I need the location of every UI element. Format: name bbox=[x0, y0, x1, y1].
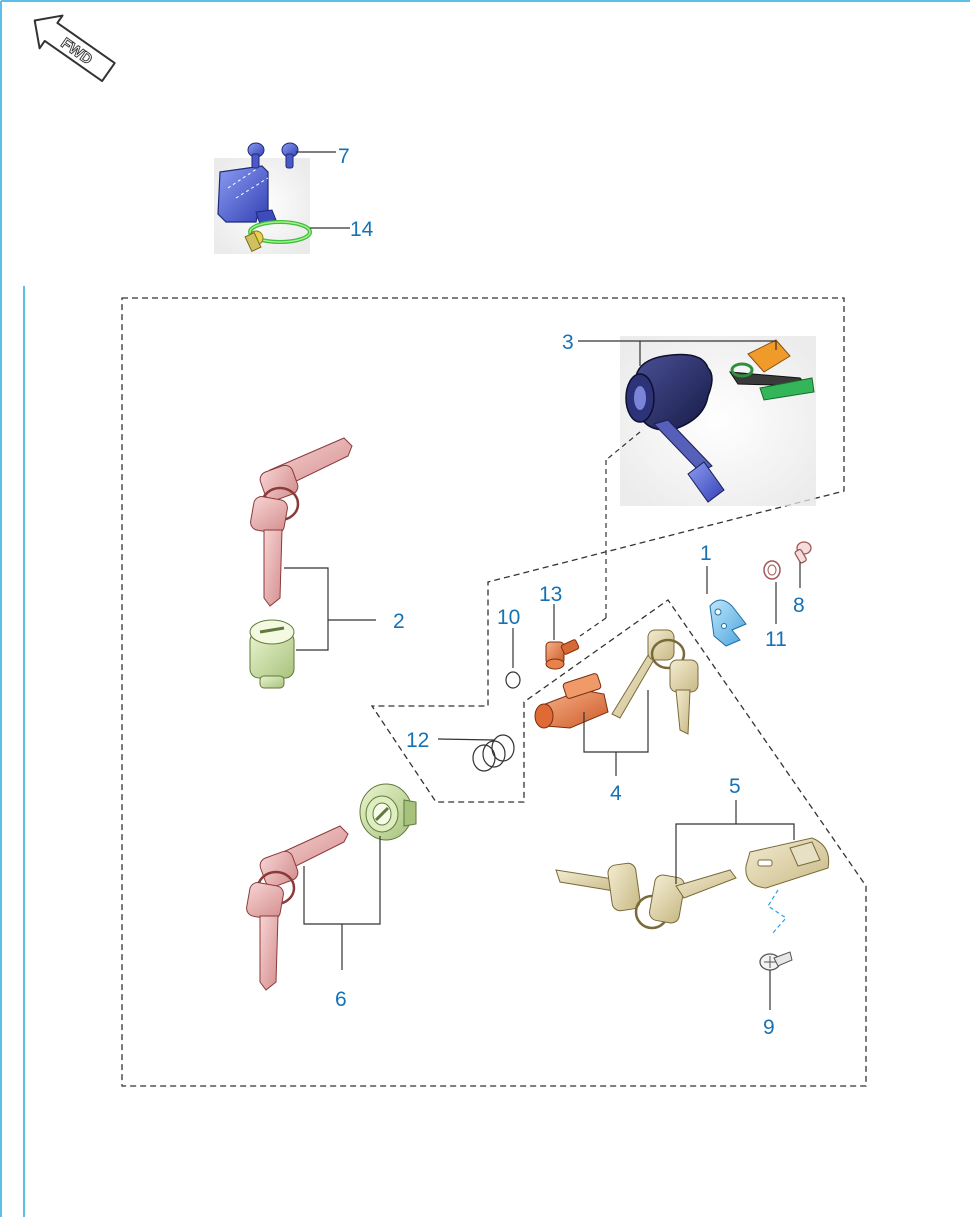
svg-text:6: 6 bbox=[335, 988, 347, 1011]
callout-8: 8 bbox=[793, 562, 805, 617]
lock-to-screw-leader bbox=[605, 431, 641, 461]
latch-to-screw-leader bbox=[767, 889, 787, 935]
fwd-arrow-icon bbox=[33, 14, 116, 83]
ring-part-10 bbox=[505, 671, 521, 689]
lock-cylinder-part-4 bbox=[534, 673, 609, 729]
svg-text:7: 7 bbox=[338, 145, 350, 168]
svg-text:12: 12 bbox=[406, 729, 429, 752]
cylinder-part-2 bbox=[249, 619, 295, 689]
svg-text:9: 9 bbox=[763, 1016, 775, 1039]
callout-11: 11 bbox=[765, 582, 787, 651]
spring-part-12 bbox=[472, 734, 515, 772]
callout-1: 1 bbox=[700, 542, 712, 594]
callout-6: 6 bbox=[303, 836, 381, 1011]
screw-part-13 bbox=[545, 639, 580, 670]
callout-13: 13 bbox=[539, 583, 562, 640]
key-set-part-4 bbox=[611, 629, 699, 735]
svg-text:5: 5 bbox=[729, 775, 741, 798]
screw-part-9 bbox=[759, 951, 793, 971]
svg-text:11: 11 bbox=[765, 628, 787, 651]
callout-12: 12 bbox=[406, 729, 495, 752]
callout-2: 2 bbox=[284, 567, 405, 651]
key-set-part-2 bbox=[250, 437, 353, 607]
fwd-badge: FWD bbox=[33, 14, 116, 83]
lock-to-screw-leader-3 bbox=[579, 617, 607, 637]
svg-text:14: 14 bbox=[350, 218, 374, 241]
svg-text:10: 10 bbox=[497, 606, 520, 629]
latch-part-5 bbox=[745, 837, 830, 889]
svg-text:3: 3 bbox=[562, 331, 574, 354]
clip-part-14 bbox=[244, 220, 312, 253]
key-set-part-5 bbox=[555, 862, 737, 930]
callout-14: 14 bbox=[310, 218, 374, 241]
assembly-boundary bbox=[121, 297, 867, 1087]
washer-part-11 bbox=[763, 560, 781, 580]
callout-3: 3 bbox=[562, 331, 777, 366]
lock-assembly-part-3 bbox=[620, 336, 816, 506]
callout-4: 4 bbox=[583, 690, 649, 805]
svg-text:13: 13 bbox=[539, 583, 562, 606]
key-set-part-6 bbox=[246, 825, 349, 991]
svg-text:8: 8 bbox=[793, 594, 805, 617]
cylinder-part-6 bbox=[359, 783, 417, 841]
svg-text:2: 2 bbox=[393, 610, 405, 633]
latch-plate-part-1 bbox=[709, 599, 747, 647]
bolt-part-7 bbox=[247, 142, 299, 169]
svg-text:1: 1 bbox=[700, 542, 712, 565]
callout-10: 10 bbox=[497, 606, 520, 668]
callout-9: 9 bbox=[763, 970, 775, 1039]
bolt-part-8 bbox=[794, 541, 812, 564]
svg-text:4: 4 bbox=[610, 782, 622, 805]
callout-7: 7 bbox=[296, 145, 350, 168]
callout-5: 5 bbox=[675, 775, 795, 884]
